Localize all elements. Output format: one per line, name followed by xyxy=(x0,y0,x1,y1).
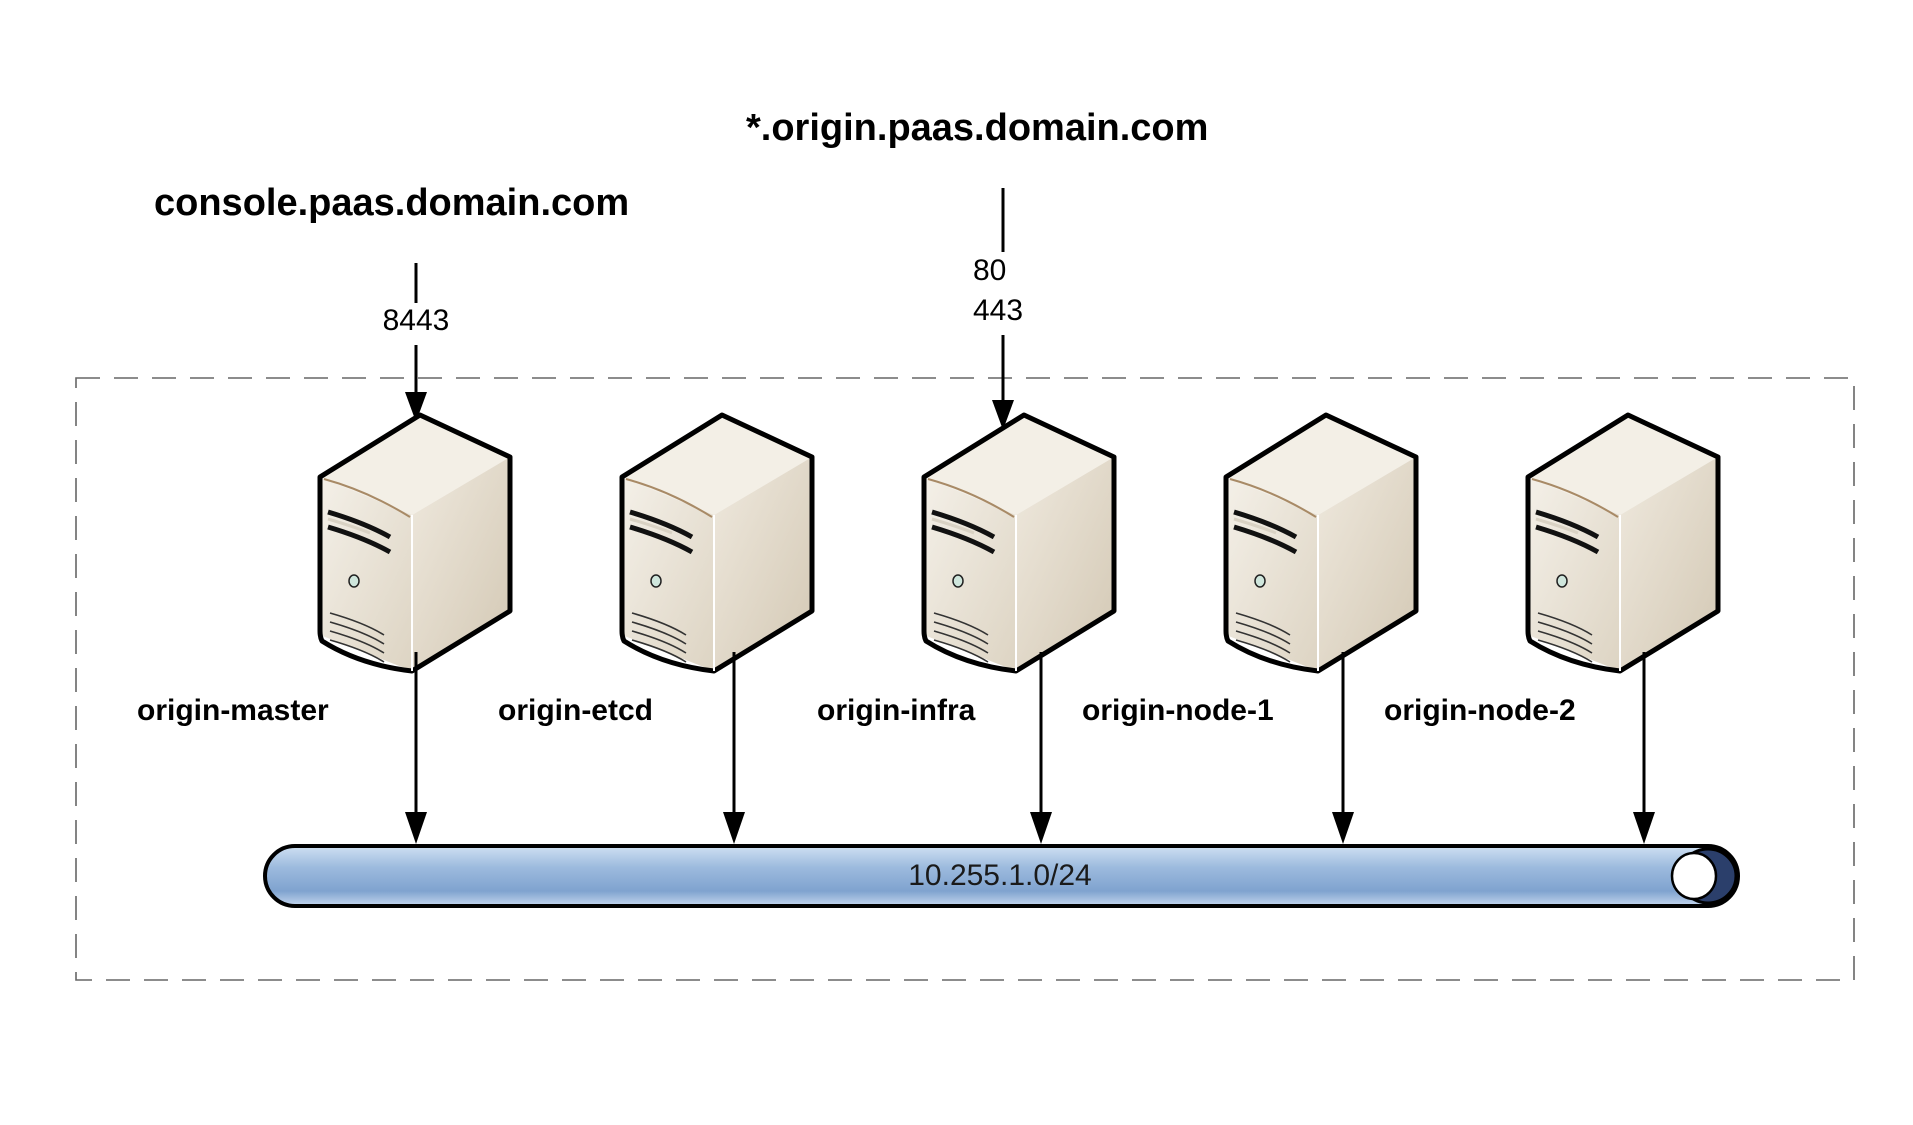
host-bus-connector-arrowhead xyxy=(405,812,427,844)
host-label: origin-node-2 xyxy=(1384,694,1576,727)
network-cidr-label: 10.255.1.0/24 xyxy=(908,859,1092,892)
server-tower-icon xyxy=(1223,412,1419,674)
server-tower-icon xyxy=(317,412,513,674)
host-label: origin-infra xyxy=(817,694,976,727)
host-bus-connector-arrowhead xyxy=(1332,812,1354,844)
router-ingress-arrowhead xyxy=(992,400,1014,430)
router-port-label-443: 443 xyxy=(973,294,1023,327)
console-ingress-arrowhead xyxy=(405,392,427,422)
host-label: origin-master xyxy=(137,694,329,727)
cluster-boundary xyxy=(75,377,1855,981)
server-tower-icon xyxy=(619,412,815,674)
server-tower-icon xyxy=(921,412,1117,674)
host-bus-connector-arrowhead xyxy=(1030,812,1052,844)
host-label: origin-etcd xyxy=(498,694,653,727)
console-domain-label: console.paas.domain.com xyxy=(154,182,629,224)
network-bus-icon xyxy=(263,844,1740,908)
host-label: origin-node-1 xyxy=(1082,694,1274,727)
host-bus-connector-arrowhead xyxy=(723,812,745,844)
host-bus-connector-arrowhead xyxy=(1633,812,1655,844)
router-port-label-80: 80 xyxy=(973,254,1006,287)
servers-group: origin-master origin-etcd origin-infra orig… xyxy=(137,412,1721,844)
server-tower-icon xyxy=(1525,412,1721,674)
console-port-label: 8443 xyxy=(383,304,450,337)
router-domain-label: *.origin.paas.domain.com xyxy=(746,107,1208,149)
